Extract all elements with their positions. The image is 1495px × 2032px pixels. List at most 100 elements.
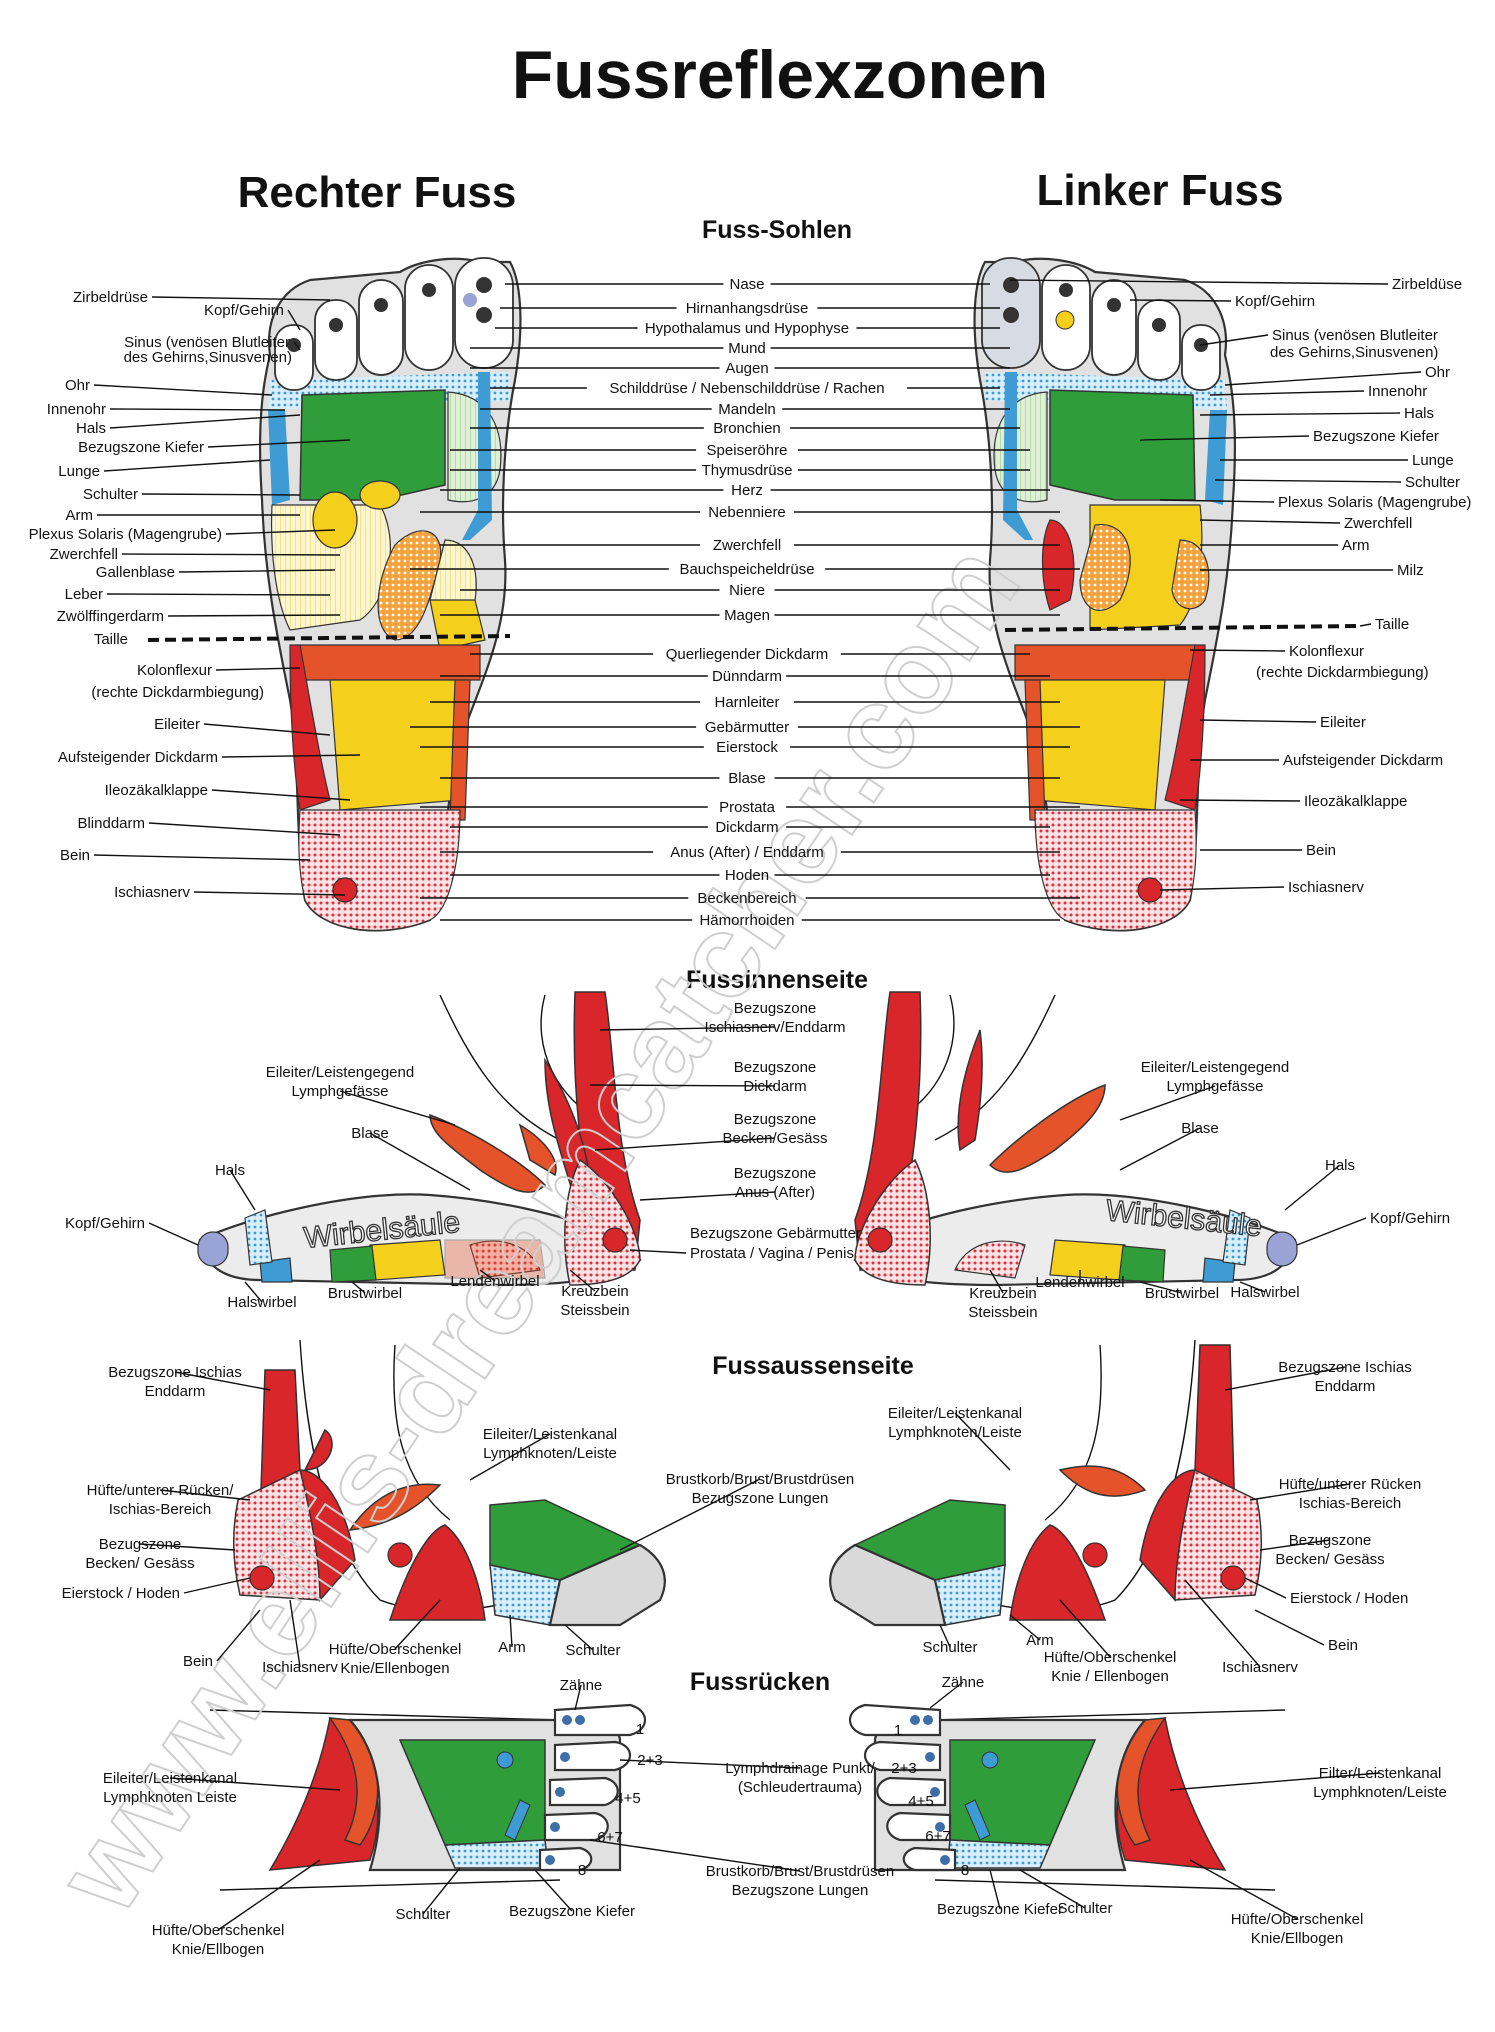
- leader-line: [1119, 1127, 1201, 1171]
- label-soles-center_labels-27: Hämorrhoiden: [699, 912, 794, 929]
- label-soles-right_labels-18: Aufsteigender Dickdarm: [1283, 752, 1443, 769]
- label-inner-center-4: Bezugszone: [734, 1111, 817, 1128]
- leader-line: [1169, 1772, 1381, 1791]
- leader-line: [1239, 1281, 1266, 1293]
- label-soles-center_labels-9: Thymusdrüse: [702, 462, 793, 479]
- label-outer-left-5: Ischias-Bereich: [109, 1501, 212, 1518]
- label-inner-left-10: Steissbein: [560, 1302, 629, 1319]
- label-outer-left-12: Knie/Ellenbogen: [340, 1660, 449, 1677]
- leader-line: [509, 1614, 513, 1648]
- leader-line: [1249, 1483, 1351, 1501]
- section-outer-title: Fussaussenseite: [712, 1352, 914, 1380]
- label-back-right-11: Schulter: [1057, 1900, 1112, 1917]
- label-outer-right-0: Bezugszone Ischias: [1278, 1359, 1411, 1376]
- leader-line: [1259, 1539, 1331, 1551]
- leader-line: [989, 1869, 1001, 1910]
- leader-line: [103, 459, 271, 472]
- label-back-right-8: Hüfte/Oberschenkel: [1231, 1911, 1364, 1928]
- label-inner-right-6: Kreuzbein: [969, 1285, 1037, 1302]
- label-inner-left-1: Lymphgefässe: [291, 1083, 388, 1100]
- label-soles-center_labels-6: Mandeln: [718, 401, 776, 418]
- leader-line: [1119, 1085, 1216, 1121]
- label-back-right-5: 8: [961, 1862, 969, 1879]
- label-soles-center_labels-7: Bronchien: [713, 420, 781, 437]
- label-inner-left-4: Kopf/Gehirn: [65, 1215, 145, 1232]
- leader-line: [339, 1090, 456, 1126]
- label-soles-left_labels-10: Arm: [66, 507, 94, 524]
- label-soles-center_labels-19: Gebärmutter: [705, 719, 789, 736]
- leader-line: [225, 529, 336, 535]
- label-inner-right-7: Steissbein: [968, 1304, 1037, 1321]
- leader-line: [244, 1281, 263, 1303]
- label-back-right-9: Knie/Ellbogen: [1251, 1930, 1344, 1947]
- label-soles-center_labels-1: Hirnanhangsdrüse: [686, 300, 809, 317]
- label-outer-right-6: Bezugszone: [1289, 1532, 1372, 1549]
- label-soles-left_labels-15: Zwölffingerdarm: [57, 608, 164, 625]
- leader-line: [169, 1777, 341, 1791]
- label-inner-right-2: Blase: [1181, 1120, 1219, 1137]
- leader-line: [183, 1577, 251, 1594]
- label-inner-right-8: Lendenwirbel: [1035, 1274, 1124, 1291]
- label-outer-right-14: Schulter: [922, 1639, 977, 1656]
- label-back-left-2: 2+3: [637, 1752, 662, 1769]
- leader-line: [1184, 1579, 1261, 1668]
- label-back-right-10: Bezugszone Kiefer: [937, 1901, 1063, 1918]
- leader-line: [207, 439, 351, 448]
- right-taille-line: [147, 634, 511, 642]
- leader-line: [1254, 1609, 1325, 1646]
- label-outer-right-12: Knie / Ellenbogen: [1051, 1668, 1169, 1685]
- label-soles-right_labels-2: Sinus (venösen Blutleiter: [1272, 327, 1438, 344]
- leader-line: [534, 1869, 573, 1912]
- label-soles-center_labels-25: Hoden: [725, 867, 769, 884]
- left-sole-diagram: [973, 257, 1237, 932]
- leader-line: [151, 296, 331, 301]
- leader-line: [1159, 499, 1275, 503]
- leader-line: [1296, 1217, 1367, 1246]
- label-soles-center_labels-16: Querliegender Dickdarm: [666, 646, 829, 663]
- label-soles-left_labels-14: Leber: [65, 586, 103, 603]
- label-inner-left-3: Hals: [215, 1162, 245, 1179]
- label-inner-right-3: Hals: [1325, 1157, 1355, 1174]
- label-inner-right-1: Lymphgefässe: [1166, 1078, 1263, 1095]
- label-soles-center_labels-14: Niere: [729, 582, 765, 599]
- label-outer-center-1: Bezugszone Lungen: [692, 1490, 829, 1507]
- label-inner-left-9: Kreuzbein: [561, 1283, 629, 1300]
- leader-line: [479, 1269, 496, 1282]
- label-back-center-0: Lymphdrainage Punkt/: [725, 1760, 875, 1777]
- label-back-left-4: 6+7: [597, 1829, 622, 1846]
- label-soles-left_labels-3: des Gehirns,Sinusvenen): [124, 349, 292, 366]
- right-foot-header: Rechter Fuss: [238, 168, 517, 217]
- leader-line: [93, 854, 311, 861]
- label-inner-center-5: Becken/Gesäss: [722, 1130, 827, 1147]
- label-outer-center-0: Brustkorb/Brust/Brustdrüsen: [666, 1471, 854, 1488]
- label-inner-center-3: Dickdarm: [743, 1078, 806, 1095]
- leader-line: [216, 1609, 261, 1662]
- leader-line: [1129, 299, 1232, 302]
- label-outer-left-1: Enddarm: [145, 1383, 206, 1400]
- leader-line: [1189, 649, 1286, 652]
- label-soles-left_labels-9: Schulter: [83, 486, 138, 503]
- leader-line: [159, 1489, 251, 1501]
- leader-line: [619, 1759, 801, 1769]
- label-outer-left-13: Arm: [498, 1639, 526, 1656]
- right-sole-toes: [274, 257, 514, 391]
- label-soles-right_labels-20: Bein: [1306, 842, 1336, 859]
- leader-lines: [93, 279, 1422, 1931]
- label-soles-right_labels-4: Ohr: [1425, 364, 1450, 381]
- leader-line: [287, 309, 301, 331]
- label-back-left-9: Knie/Ellbogen: [172, 1941, 265, 1958]
- inner-side-right-foot: Wirbelsäule: [197, 991, 642, 1287]
- leader-line: [217, 1859, 321, 1931]
- label-soles-right_labels-10: Plexus Solaris (Magengrube): [1278, 494, 1471, 511]
- label-outer-left-10: Ischiasnerv: [262, 1659, 338, 1676]
- label-soles-center_labels-13: Bauchspeicheldrüse: [679, 561, 814, 578]
- label-back-right-6: Eilter/Leistenkanal: [1319, 1765, 1442, 1782]
- leader-line: [106, 593, 331, 596]
- label-back-right-3: 4+5: [908, 1793, 933, 1810]
- label-soles-left_labels-6: Hals: [76, 420, 106, 437]
- label-soles-center_labels-26: Beckenbereich: [697, 890, 796, 907]
- leader-line: [422, 1867, 461, 1915]
- label-soles-center_labels-11: Nebenniere: [708, 504, 786, 521]
- label-inner-center-9: Prostata / Vagina / Penis: [690, 1245, 854, 1262]
- leader-line: [1359, 623, 1372, 627]
